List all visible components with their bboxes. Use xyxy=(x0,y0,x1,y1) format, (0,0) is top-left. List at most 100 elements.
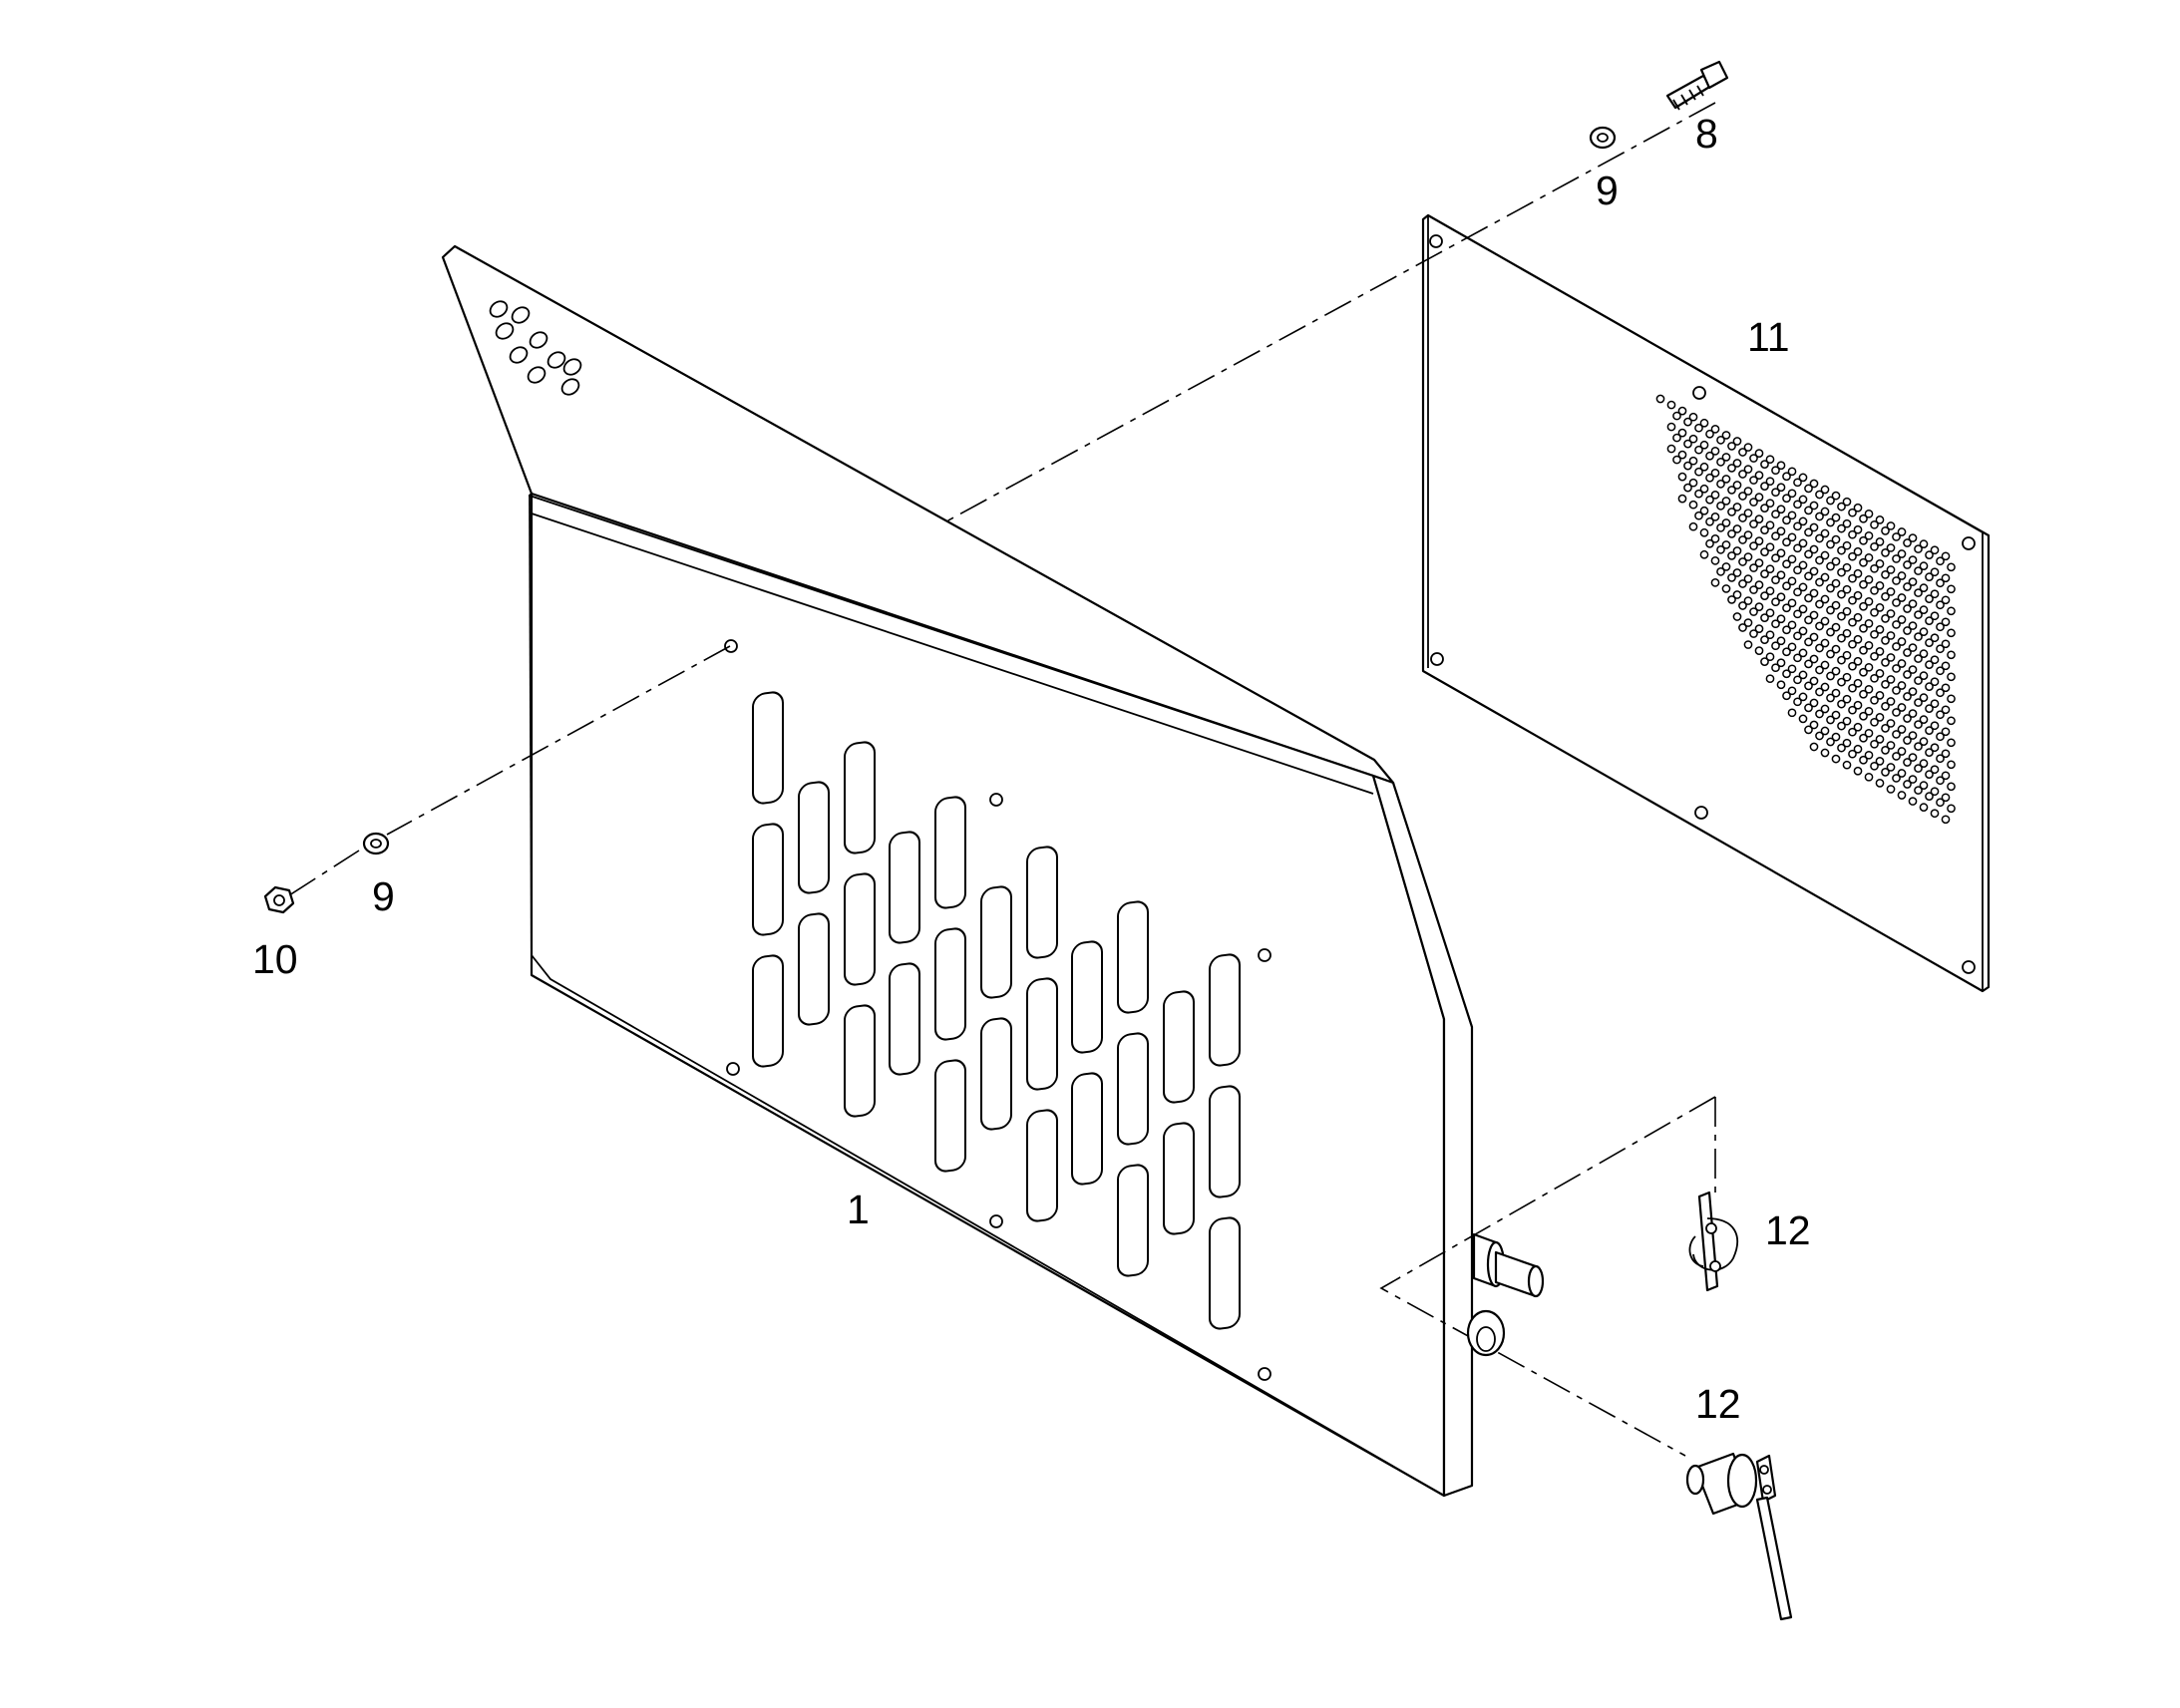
mesh-perforation xyxy=(1771,663,1780,673)
mesh-perforation xyxy=(1782,647,1791,657)
mesh-perforation xyxy=(1815,577,1824,587)
vent-slot xyxy=(1071,1072,1103,1186)
mesh-perforation xyxy=(1754,646,1764,655)
mesh-perforation xyxy=(1738,623,1747,632)
mesh-perforation xyxy=(1925,770,1934,780)
mesh-perforation xyxy=(1875,537,1885,546)
mesh-perforation xyxy=(1897,549,1907,558)
mesh-perforation xyxy=(1848,595,1857,605)
mesh-perforation xyxy=(1941,815,1951,825)
mesh-perforation xyxy=(1908,599,1918,608)
mesh-perforation xyxy=(1815,533,1824,543)
mesh-perforation xyxy=(1809,698,1819,708)
mesh-perforation xyxy=(1870,695,1879,705)
mesh-perforation xyxy=(1936,644,1945,654)
mesh-perforation xyxy=(1743,487,1753,496)
mesh-perforation xyxy=(1749,476,1758,485)
mesh-perforation xyxy=(1705,451,1714,461)
mesh-perforation xyxy=(1732,546,1742,555)
mesh-perforation xyxy=(1760,482,1769,491)
mesh-perforation xyxy=(1864,618,1874,628)
mesh-perforation xyxy=(1738,492,1747,501)
mesh-perforation xyxy=(1699,440,1709,450)
mesh-perforation xyxy=(1831,754,1841,764)
mesh-perforation xyxy=(1930,765,1940,775)
mesh-perforation xyxy=(1705,473,1714,483)
mesh-perforation xyxy=(1727,529,1736,538)
mesh-perforation xyxy=(1853,656,1863,666)
vent-slot xyxy=(752,691,784,805)
mesh-perforation xyxy=(1897,681,1907,690)
mesh-perforation xyxy=(1820,748,1830,758)
mesh-perforation xyxy=(1699,506,1709,515)
mesh-perforation xyxy=(1908,775,1918,784)
mesh-perforation xyxy=(1727,595,1736,604)
mesh-perforation xyxy=(1886,631,1896,640)
vent-slots xyxy=(752,691,1241,1330)
mesh-perforation xyxy=(1760,547,1769,556)
mesh-perforation xyxy=(1694,467,1703,477)
mesh-perforation xyxy=(1787,489,1797,499)
mesh-perforation xyxy=(1765,608,1775,618)
mesh-perforation xyxy=(1809,566,1819,576)
mesh-perforation xyxy=(1886,587,1896,596)
main-vent-panel xyxy=(441,244,1474,1498)
mesh-perforation xyxy=(1870,651,1879,661)
mesh-perforation xyxy=(1903,692,1912,701)
mesh-perforation xyxy=(1804,506,1813,515)
mesh-perforation xyxy=(1683,439,1692,449)
vent-slot xyxy=(798,912,830,1026)
mesh-perforation xyxy=(1941,573,1951,583)
mesh-perforation xyxy=(1815,599,1824,609)
mesh-perforation xyxy=(1776,592,1786,602)
mesh-perforation xyxy=(1804,549,1813,559)
mesh-perforation xyxy=(1760,460,1769,469)
mesh-perforation xyxy=(1842,584,1852,594)
mesh-perforation xyxy=(1666,422,1676,432)
mesh-perforation xyxy=(1842,738,1852,748)
mesh-perforation xyxy=(1919,693,1929,703)
mesh-perforation xyxy=(1694,445,1703,455)
mesh-perforation xyxy=(1793,565,1802,575)
mesh-perforation xyxy=(1947,804,1956,814)
mesh-perforation xyxy=(1820,507,1830,516)
mesh-perforation xyxy=(1848,705,1857,715)
mesh-perforation xyxy=(1930,809,1940,819)
mesh-perforation xyxy=(1699,549,1709,559)
mesh-perforation xyxy=(1837,545,1846,555)
mesh-perforation xyxy=(1815,621,1824,631)
mesh-perforation xyxy=(1837,502,1846,512)
mesh-perforation xyxy=(1870,563,1879,573)
mesh-perforation xyxy=(1804,615,1813,625)
mesh-perforation xyxy=(1853,700,1863,710)
mesh-perforation xyxy=(1919,781,1929,791)
mesh-perforation xyxy=(1793,521,1802,531)
mesh-perforation xyxy=(1716,435,1725,445)
mesh-perforation xyxy=(1804,593,1813,603)
mesh-perforation xyxy=(1804,527,1813,537)
mesh-perforation xyxy=(1760,591,1769,600)
mesh-perforation xyxy=(1875,691,1885,700)
hex-nut xyxy=(263,885,295,914)
mesh-perforation xyxy=(1881,570,1890,579)
mesh-perforation xyxy=(1919,737,1929,747)
mesh-perforation xyxy=(1930,633,1940,643)
mesh-perforation xyxy=(1864,530,1874,540)
mesh-perforation xyxy=(1886,609,1896,618)
mesh-perforation xyxy=(1837,523,1846,533)
mesh-perforation xyxy=(1798,582,1808,592)
mesh-perforation xyxy=(1738,470,1747,479)
mesh-perforation xyxy=(1804,484,1813,494)
vent-slot xyxy=(980,1017,1012,1131)
mesh-perforation xyxy=(1941,683,1951,693)
mesh-perforation xyxy=(1831,666,1841,676)
mesh-perforation xyxy=(1738,535,1747,544)
mesh-perforation xyxy=(1793,587,1802,597)
mesh-perforation xyxy=(1732,612,1742,621)
mesh-perforation xyxy=(1672,433,1681,443)
mesh-perforation xyxy=(1930,589,1940,599)
mesh-perforation xyxy=(1820,485,1830,495)
mesh-perforation xyxy=(1804,571,1813,581)
assembly-lines xyxy=(288,102,1716,1457)
mesh-perforation xyxy=(1875,581,1885,590)
